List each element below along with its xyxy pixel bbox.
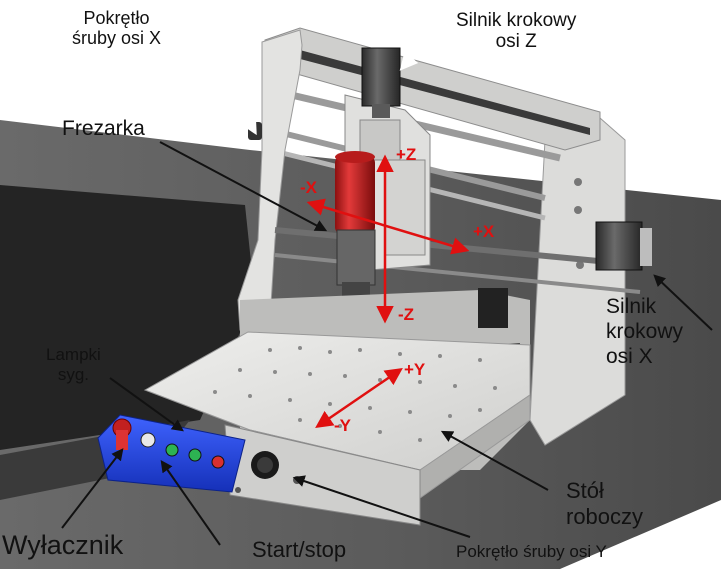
z-stepper-motor <box>361 47 401 118</box>
right-side-plate <box>529 117 626 446</box>
axis-y-plus-label: +Y <box>404 360 426 379</box>
x-stepper-motor <box>595 221 652 271</box>
y-screw-knob-label: Pokrętło śruby osi Y <box>456 542 607 561</box>
z-stepper-label-line2: osi Z <box>495 31 537 53</box>
x-screw-knob-label-line2: śruby osi X <box>72 28 162 49</box>
indicator-lamps-label-line2: syg. <box>57 365 89 385</box>
x-screw-knob-label-line1: Pokrętło <box>83 8 150 28</box>
axis-z-plus-label: +Z <box>396 145 417 164</box>
x-stepper-label: Silnik krokowy osi X <box>606 295 683 369</box>
x-stepper-label-line1: Silnik <box>606 295 657 318</box>
work-table-label-line1: Stół <box>566 478 604 503</box>
axis-z-minus-label: -Z <box>398 305 415 324</box>
start-stop-label: Start/stop <box>252 537 347 562</box>
axis-arrows <box>306 154 470 428</box>
axis-y-minus-label: -Y <box>334 416 351 435</box>
x-stepper-label-line3: osi X <box>606 344 653 368</box>
indicator-lamps-label: Lampki syg. <box>46 345 101 386</box>
z-stepper-label-line1: Silnik krokowy <box>456 10 577 31</box>
power-switch-label: Wyłacznik <box>2 530 124 560</box>
x-stepper-label-line2: krokowy <box>606 319 684 343</box>
indicator-lamps-label-line1: Lampki <box>46 345 101 364</box>
axis-x-minus-label: -X <box>300 178 317 197</box>
z-stepper-label: Silnik krokowy osi Z <box>456 10 576 53</box>
control-panel <box>97 414 246 493</box>
work-table-label-line2: roboczy <box>566 504 644 530</box>
x-screw-knob-label: Pokrętło śruby osi X <box>72 8 161 48</box>
axis-x-plus-label: +X <box>473 222 495 241</box>
spindle-label: Frezarka <box>62 117 145 140</box>
gantry-top <box>264 27 601 221</box>
annotation-lines <box>61 29 713 546</box>
work-table-label: Stół roboczy <box>566 478 643 531</box>
